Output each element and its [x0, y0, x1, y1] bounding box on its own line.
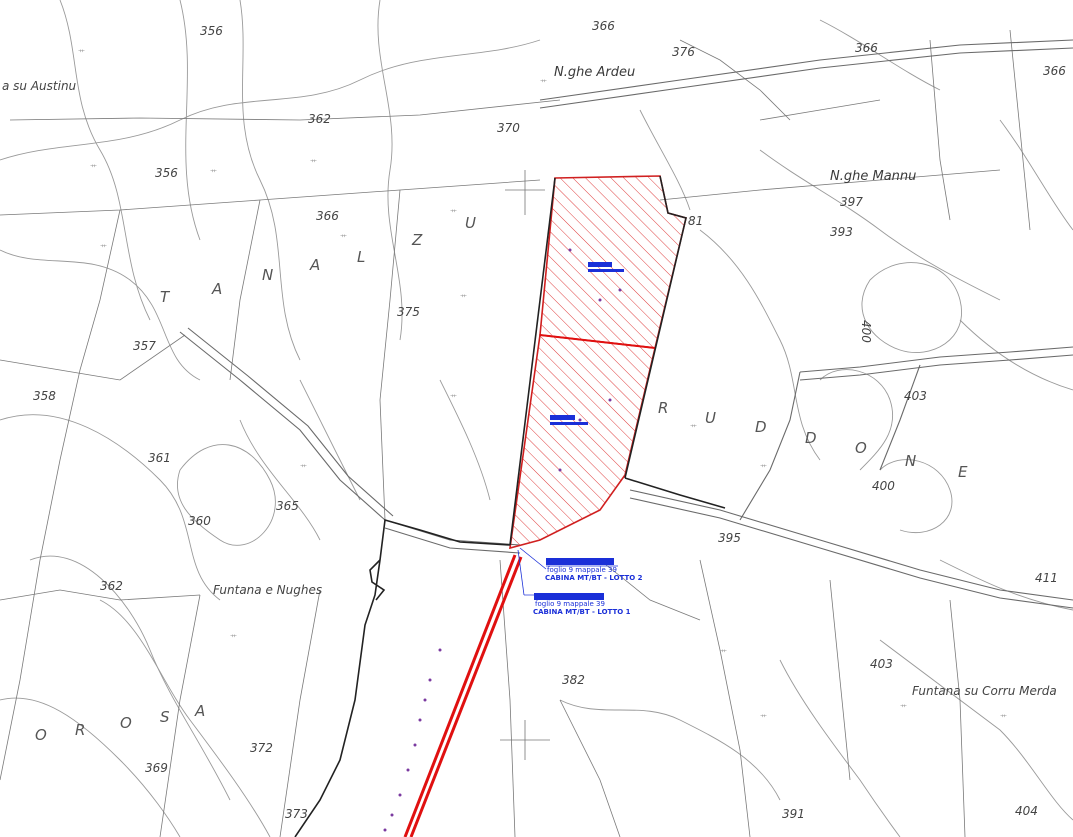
svg-text:366: 366	[316, 209, 339, 223]
svg-text:R: R	[658, 399, 668, 417]
svg-text:O: O	[855, 439, 867, 457]
svg-text:⺾: ⺾	[340, 234, 347, 242]
svg-text:362: 362	[100, 579, 123, 593]
svg-text:403: 403	[904, 389, 927, 403]
svg-text:404: 404	[1015, 804, 1038, 818]
svg-text:356: 356	[155, 166, 178, 180]
svg-text:393: 393	[830, 225, 853, 239]
region-letters: U Z L A N A T R U D D O N E R O S A O	[35, 214, 968, 744]
svg-text:⺾: ⺾	[310, 159, 317, 167]
elevation-labels: 356 366 376 366 366 362 370 356 366 397 …	[33, 19, 1066, 821]
svg-text:395: 395	[718, 531, 741, 545]
plot-lotto-2	[539, 175, 687, 349]
svg-text:376: 376	[672, 45, 695, 59]
svg-text:411: 411	[1035, 571, 1058, 585]
label-nghe-ardeu: N.ghe Ardeu	[554, 65, 635, 80]
svg-text:391: 391	[782, 807, 805, 821]
survey-points	[383, 248, 622, 832]
svg-text:362: 362	[308, 112, 331, 126]
svg-text:⺾: ⺾	[450, 209, 457, 217]
svg-text:E: E	[958, 463, 968, 481]
svg-text:⺾: ⺾	[90, 164, 97, 172]
svg-text:A: A	[309, 256, 320, 274]
svg-text:81: 81	[688, 214, 703, 228]
svg-text:⺾: ⺾	[900, 704, 907, 712]
svg-text:O: O	[35, 726, 47, 744]
svg-text:370: 370	[497, 121, 520, 135]
label-funtana-e-nughes: Funtana e Nughes	[213, 583, 322, 597]
svg-text:D: D	[805, 429, 817, 447]
svg-text:⺾: ⺾	[210, 169, 217, 177]
svg-text:382: 382	[562, 673, 585, 687]
project-plot[interactable]	[509, 175, 687, 550]
svg-text:N: N	[262, 266, 273, 284]
svg-text:D: D	[755, 418, 767, 436]
svg-text:400: 400	[859, 320, 873, 343]
parcel-lines	[0, 29, 1031, 837]
svg-text:⺾: ⺾	[450, 394, 457, 402]
svg-text:Z: Z	[411, 231, 423, 249]
cabin-lotto1-label: CABINA MT/BT - LOTTO 1	[533, 608, 631, 616]
svg-text:A: A	[211, 280, 222, 298]
roads	[179, 39, 1073, 609]
svg-text:361: 361	[148, 451, 171, 465]
cabin-annotations[interactable]: foglio 9 mappale 39 CABINA MT/BT - LOTTO…	[517, 547, 643, 616]
svg-text:A: A	[194, 702, 205, 720]
svg-text:N: N	[905, 452, 916, 470]
svg-text:369: 369	[145, 761, 168, 775]
svg-text:⺾: ⺾	[1000, 714, 1007, 722]
svg-text:U: U	[705, 409, 716, 427]
svg-text:365: 365	[276, 499, 299, 513]
svg-text:⺾: ⺾	[460, 294, 467, 302]
svg-text:397: 397	[840, 195, 863, 209]
svg-text:⺾: ⺾	[720, 649, 727, 657]
svg-text:O: O	[120, 714, 132, 732]
svg-text:⺾: ⺾	[540, 79, 547, 87]
svg-text:375: 375	[397, 305, 420, 319]
svg-text:358: 358	[33, 389, 56, 403]
svg-text:⺾: ⺾	[300, 464, 307, 472]
svg-text:U: U	[465, 214, 476, 232]
place-names: a su Austinu N.ghe Ardeu N.ghe Mannu Fun…	[2, 65, 1057, 698]
cabin-lotto2-sub: foglio 9 mappale 39	[547, 566, 617, 574]
svg-text:360: 360	[188, 514, 211, 528]
svg-text:⺾: ⺾	[760, 714, 767, 722]
svg-text:L: L	[357, 248, 365, 266]
cabin-lotto2-label: CABINA MT/BT - LOTTO 2	[545, 574, 643, 582]
svg-text:⺾: ⺾	[230, 634, 237, 642]
svg-text:⺾: ⺾	[760, 464, 767, 472]
svg-text:T: T	[160, 288, 171, 306]
grid-crosses	[500, 170, 550, 760]
svg-text:400: 400	[872, 479, 895, 493]
svg-text:⺾: ⺾	[100, 244, 107, 252]
svg-text:366: 366	[592, 19, 615, 33]
svg-text:⺾: ⺾	[78, 49, 85, 57]
access-track	[294, 175, 726, 837]
plot-markers	[550, 262, 624, 425]
svg-text:⺾: ⺾	[690, 424, 697, 432]
label-funtana-su-corru-merda: Funtana su Corru Merda	[912, 684, 1057, 698]
cable-corridor	[403, 554, 523, 837]
label-nghe-mannu: N.ghe Mannu	[830, 169, 916, 184]
svg-text:356: 356	[200, 24, 223, 38]
cabin-lotto1-sub: foglio 9 mappale 39	[535, 600, 605, 608]
svg-text:372: 372	[250, 741, 273, 755]
vegetation-symbols: ⺾⺾ ⺾⺾ ⺾⺾ ⺾⺾ ⺾⺾ ⺾⺾ ⺾⺾ ⺾⺾ ⺾⺾	[78, 49, 1007, 722]
svg-text:R: R	[75, 721, 85, 739]
svg-text:357: 357	[133, 339, 156, 353]
svg-text:S: S	[160, 708, 170, 726]
label-su-austinu: a su Austinu	[2, 79, 77, 93]
svg-text:373: 373	[285, 807, 308, 821]
svg-text:403: 403	[870, 657, 893, 671]
svg-text:366: 366	[855, 41, 878, 55]
svg-text:366: 366	[1043, 64, 1066, 78]
